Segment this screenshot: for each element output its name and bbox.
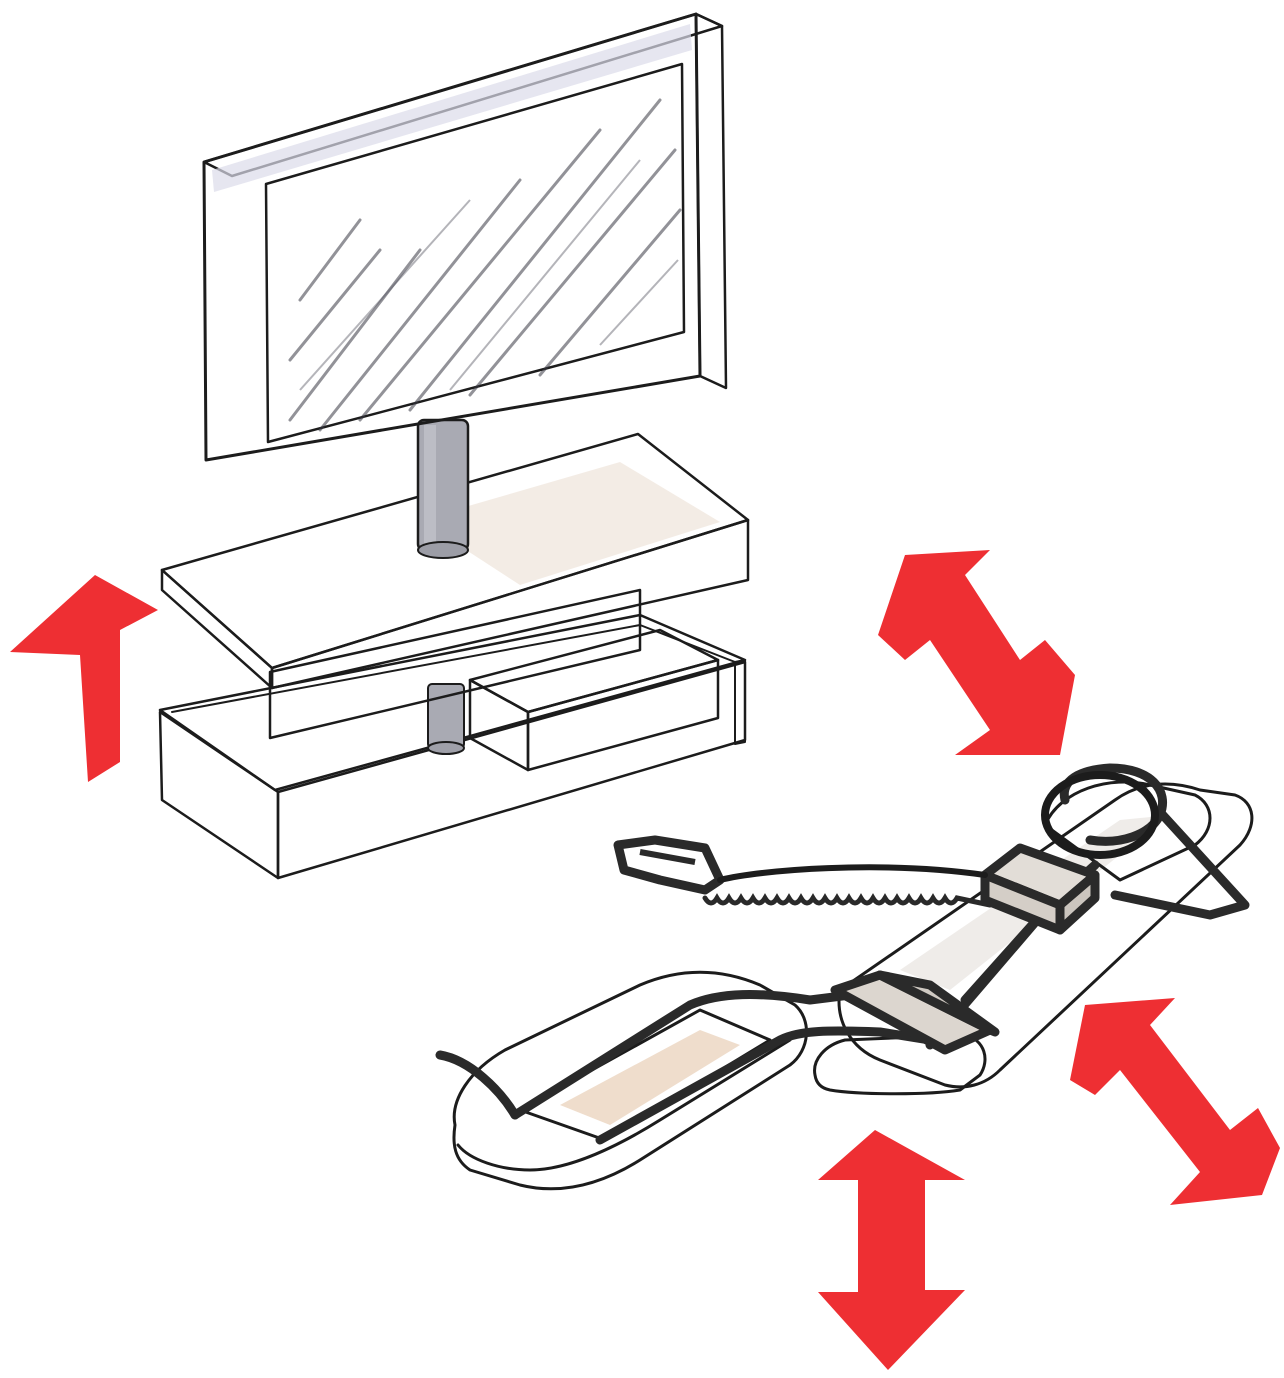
vertical-double-arrow-icon — [818, 1130, 965, 1370]
reclining-lounger — [440, 768, 1252, 1189]
leg-cushion — [454, 972, 807, 1189]
tv-stand — [160, 14, 748, 878]
monitor-screen — [266, 64, 684, 442]
monitor — [204, 14, 726, 460]
up-arrow-icon — [10, 575, 158, 782]
upper-pole — [418, 420, 468, 558]
set-top-box — [470, 630, 718, 770]
remote-control — [618, 840, 990, 905]
diagonal-double-arrow-lower-icon — [1070, 998, 1280, 1205]
diagonal-double-arrow-upper-icon — [878, 550, 1075, 755]
lower-pole — [428, 684, 464, 754]
arrows — [10, 550, 1280, 1370]
